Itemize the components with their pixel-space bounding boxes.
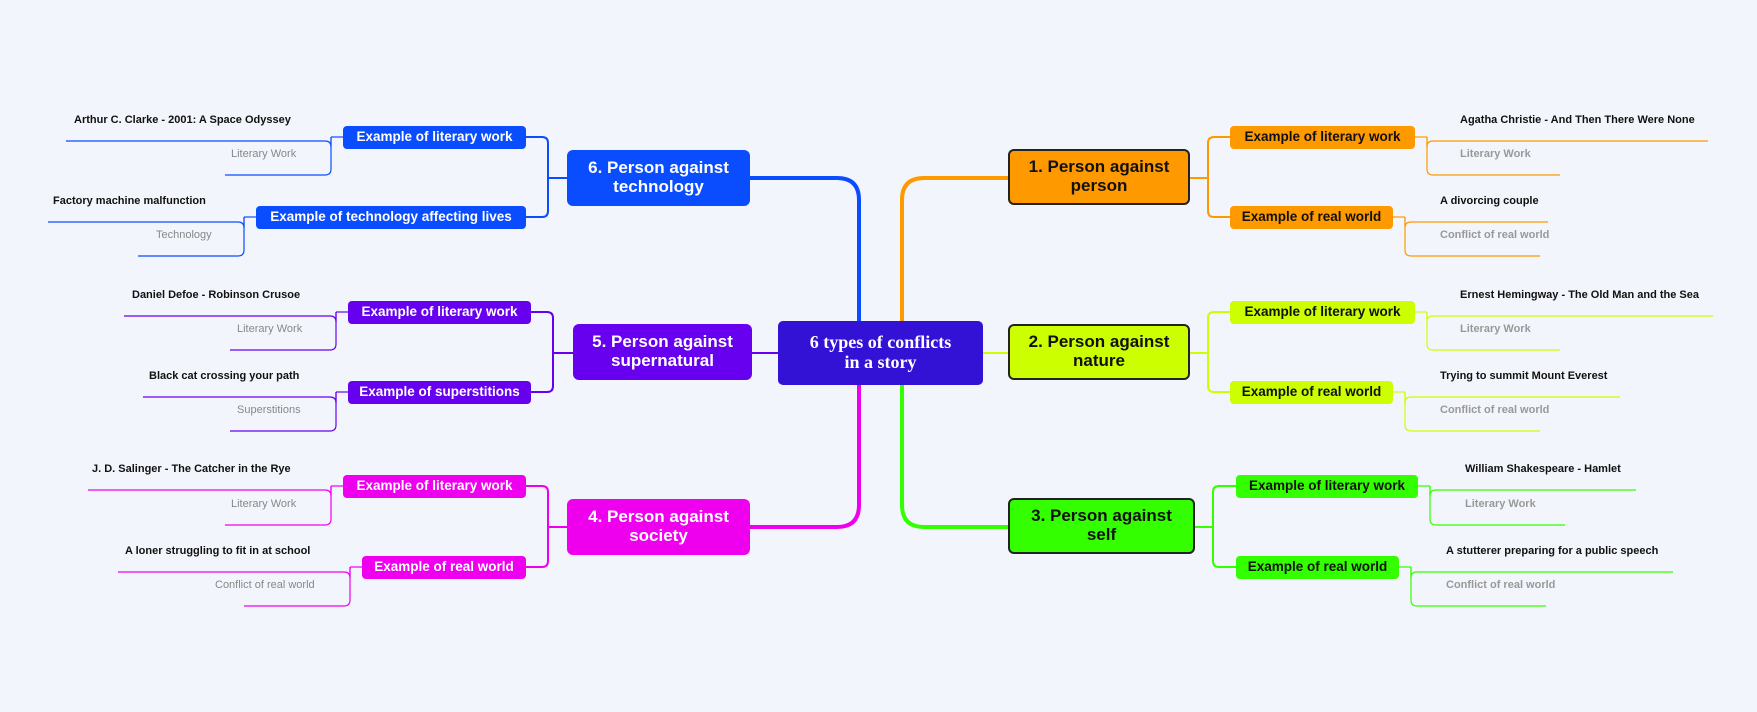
connector-t1-sub1-cat	[1426, 137, 1560, 176]
connector-t3-sub1	[1212, 485, 1236, 527]
subtopic-t1-literary[interactable]: Example of literary work	[1230, 126, 1415, 149]
connector-t6-sub1	[526, 136, 549, 178]
connector-t5-sub2-title	[143, 392, 337, 404]
leaf-t1-real-category[interactable]: Conflict of real world	[1440, 229, 1550, 241]
leaf-t6-technology-title[interactable]: Factory machine malfunction	[53, 195, 206, 207]
connector-t5-sub2-cat	[230, 392, 337, 432]
leaf-t4-real-category[interactable]: Conflict of real world	[215, 579, 315, 591]
leaf-t3-real-title[interactable]: A stutterer preparing for a public speec…	[1446, 545, 1659, 557]
connector-t4-sub1	[526, 485, 549, 527]
leaf-t2-literary-title[interactable]: Ernest Hemingway - The Old Man and the S…	[1460, 289, 1699, 301]
leaf-t3-real-category[interactable]: Conflict of real world	[1446, 579, 1556, 591]
leaf-t4-literary-category[interactable]: Literary Work	[231, 498, 297, 510]
topic-person-against-self[interactable]: 3. Person against self	[1008, 498, 1195, 554]
leaf-t1-literary-title[interactable]: Agatha Christie - And Then There Were No…	[1460, 114, 1695, 126]
connector-t1-sub1	[1207, 136, 1230, 178]
connector-center-t4	[750, 385, 861, 529]
connector-t4-sub1-title	[88, 486, 332, 497]
subtopic-t6-literary[interactable]: Example of literary work	[343, 126, 526, 149]
connector-t1-sub2	[1207, 178, 1230, 218]
leaf-t5-literary-title[interactable]: Daniel Defoe - Robinson Crusoe	[132, 289, 301, 301]
connector-t4-sub2	[526, 527, 549, 568]
subtopic-t3-literary[interactable]: Example of literary work	[1236, 475, 1418, 498]
leaf-t4-real-title[interactable]: A loner struggling to fit in at school	[125, 545, 311, 557]
connector-center-t3	[900, 385, 1008, 529]
connector-t5-sub1-title	[124, 312, 337, 323]
connector-center-t1	[900, 176, 1008, 321]
connector-t4-sub1-cat	[225, 486, 332, 526]
subtopic-t4-real[interactable]: Example of real world	[362, 556, 526, 579]
connector-t6-sub2	[526, 178, 549, 218]
leaf-t1-literary-category[interactable]: Literary Work	[1460, 148, 1531, 160]
connector-t4-sub2-title	[118, 567, 351, 579]
topic-person-against-supernatural[interactable]: 5. Person against supernatural	[573, 324, 752, 380]
subtopic-t2-literary[interactable]: Example of literary work	[1230, 301, 1415, 324]
connector-t5-sub2	[531, 353, 554, 393]
leaf-t3-literary-category[interactable]: Literary Work	[1465, 498, 1536, 510]
subtopic-t2-real[interactable]: Example of real world	[1230, 381, 1393, 404]
connector-center-t6	[750, 176, 861, 321]
leaf-t6-technology-category[interactable]: Technology	[156, 229, 212, 241]
central-topic[interactable]: 6 types of conflicts in a story	[778, 321, 983, 385]
connector-t2-sub2-title	[1404, 392, 1620, 404]
subtopic-t4-literary[interactable]: Example of literary work	[343, 475, 526, 498]
subtopic-t1-real[interactable]: Example of real world	[1230, 206, 1393, 229]
connector-t2-sub2	[1207, 353, 1230, 393]
leaf-t6-literary-category[interactable]: Literary Work	[231, 148, 297, 160]
leaf-t3-literary-title[interactable]: William Shakespeare - Hamlet	[1465, 463, 1621, 475]
subtopic-t6-technology[interactable]: Example of technology affecting lives	[256, 206, 526, 229]
connector-t3-sub1-cat	[1429, 486, 1565, 526]
connector-t2-sub2-cat	[1404, 392, 1540, 432]
connector-t1-sub2-cat	[1404, 217, 1540, 257]
connector-t1-sub1-title	[1426, 137, 1708, 148]
connector-t5-sub1	[531, 311, 554, 353]
leaf-t5-literary-category[interactable]: Literary Work	[237, 323, 303, 335]
leaf-t4-literary-title[interactable]: J. D. Salinger - The Catcher in the Rye	[92, 463, 291, 475]
connector-t1-sub2-title	[1404, 217, 1548, 229]
topic-person-against-person[interactable]: 1. Person against person	[1008, 149, 1190, 205]
connector-t2-sub1-title	[1426, 312, 1713, 323]
connector-t6-sub1-cat	[225, 137, 332, 176]
leaf-t2-real-title[interactable]: Trying to summit Mount Everest	[1440, 370, 1608, 382]
subtopic-t5-superstitions[interactable]: Example of superstitions	[348, 381, 531, 404]
connector-t3-sub2	[1212, 527, 1236, 568]
leaf-t2-real-category[interactable]: Conflict of real world	[1440, 404, 1550, 416]
connector-t2-sub1-cat	[1426, 312, 1560, 351]
leaf-t5-superstitions-category[interactable]: Superstitions	[237, 404, 301, 416]
leaf-t6-literary-title[interactable]: Arthur C. Clarke - 2001: A Space Odyssey	[74, 114, 291, 126]
connector-t3-sub2-cat	[1410, 567, 1546, 607]
connector-t3-sub1-title	[1429, 486, 1636, 497]
subtopic-t5-literary[interactable]: Example of literary work	[348, 301, 531, 324]
leaf-t1-real-title[interactable]: A divorcing couple	[1440, 195, 1539, 207]
connector-t5-sub1-cat	[230, 312, 337, 351]
topic-person-against-technology[interactable]: 6. Person against technology	[567, 150, 750, 206]
leaf-t5-superstitions-title[interactable]: Black cat crossing your path	[149, 370, 300, 382]
connector-t6-sub1-title	[66, 137, 332, 148]
subtopic-t3-real[interactable]: Example of real world	[1236, 556, 1399, 579]
topic-person-against-society[interactable]: 4. Person against society	[567, 499, 750, 555]
connector-t6-sub2-title	[48, 217, 245, 229]
leaf-t2-literary-category[interactable]: Literary Work	[1460, 323, 1531, 335]
connector-t6-sub2-cat	[138, 217, 245, 257]
connector-t2-sub1	[1207, 311, 1230, 353]
connector-t4-sub2-cat	[244, 567, 351, 607]
connector-t3-sub2-title	[1410, 567, 1673, 579]
topic-person-against-nature[interactable]: 2. Person against nature	[1008, 324, 1190, 380]
